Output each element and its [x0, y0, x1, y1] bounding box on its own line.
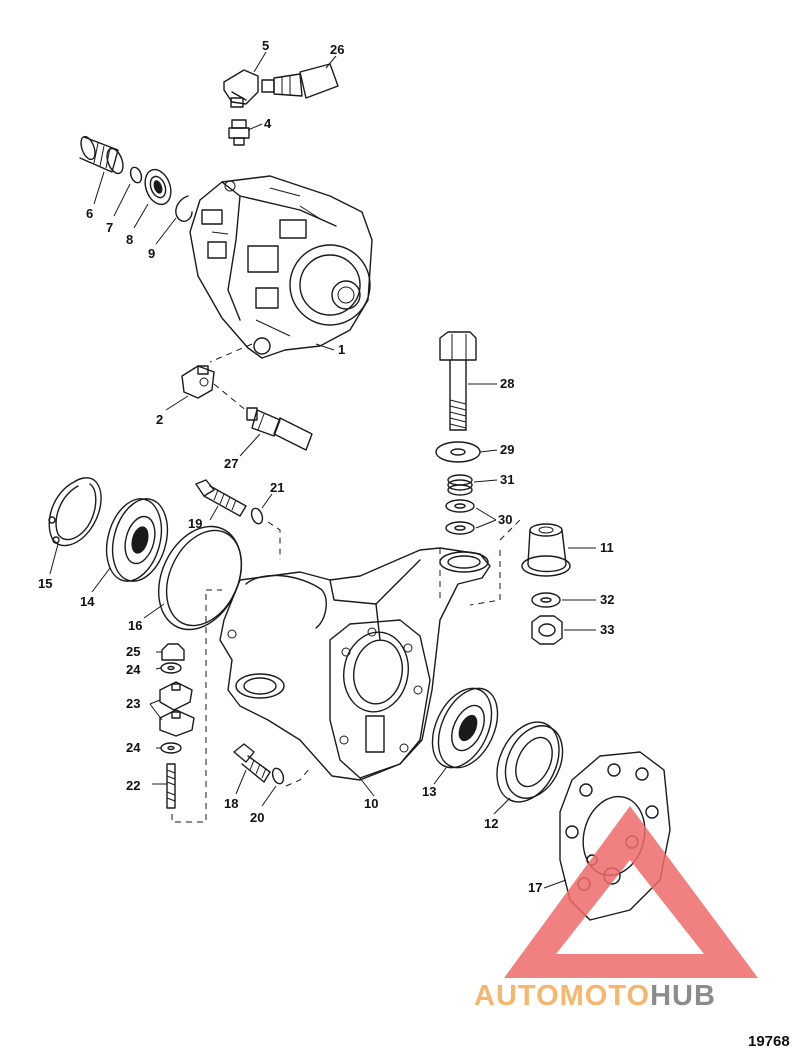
clip: [159, 681, 195, 737]
callout-15: 15: [38, 576, 52, 591]
snap-ring: [175, 195, 193, 222]
washer-pair: [445, 499, 475, 535]
callout-labels: 5 26 4 6 7 8 9 1 2 27 28 29 31 30 11 32 …: [38, 38, 614, 895]
bearing: [431, 687, 499, 769]
callout-26: 26: [330, 42, 344, 57]
adapter-fitting: [228, 119, 250, 146]
callout-27: 27: [224, 456, 238, 471]
callout-7: 7: [106, 220, 113, 235]
callout-13: 13: [422, 784, 436, 799]
callout-21: 21: [270, 480, 284, 495]
callout-6: 6: [86, 206, 93, 221]
callout-11: 11: [600, 540, 614, 555]
hose-fitting: [246, 407, 313, 451]
watermark-logo: AUTOMOTOHUB: [474, 806, 758, 1012]
svg-text:AUTOMOTOHUB: AUTOMOTOHUB: [474, 980, 716, 1012]
callout-23: 23: [126, 696, 140, 711]
callout-22: 22: [126, 778, 140, 793]
callout-4: 4: [264, 116, 272, 131]
washer: [435, 441, 481, 463]
callout-24b: 24: [126, 740, 141, 755]
rubber-mount: [521, 523, 571, 577]
lockwasher: [271, 767, 285, 785]
screw: [233, 743, 271, 783]
ball-bearing: [144, 168, 172, 206]
callout-2: 2: [156, 412, 163, 427]
screw: [195, 479, 247, 517]
callout-33: 33: [600, 622, 614, 637]
callout-17: 17: [528, 880, 542, 895]
callout-9: 9: [148, 246, 155, 261]
hose-fitting-top: [261, 63, 339, 99]
leader-lines: [49, 51, 596, 889]
callout-8: 8: [126, 232, 133, 247]
washer: [160, 742, 182, 754]
callout-18: 18: [224, 796, 238, 811]
washer: [160, 662, 182, 674]
roller-bearing: [79, 135, 124, 175]
bolt: [439, 331, 477, 431]
lockwasher: [250, 507, 264, 525]
gear-case: [189, 175, 373, 359]
shim: [157, 525, 243, 631]
callout-5: 5: [262, 38, 269, 53]
o-ring: [129, 166, 143, 184]
washer: [531, 592, 561, 608]
callout-30: 30: [498, 512, 512, 527]
callout-24a: 24: [126, 662, 141, 677]
oil-seal: [496, 721, 564, 803]
callout-1: 1: [338, 342, 345, 357]
spring: [447, 474, 473, 496]
drawing-number: 19768: [748, 1033, 790, 1050]
callout-10: 10: [364, 796, 378, 811]
elbow-fitting-top: [223, 69, 259, 108]
callout-32: 32: [600, 592, 614, 607]
callout-16: 16: [128, 618, 142, 633]
stud: [166, 763, 176, 809]
retaining-ring: [48, 477, 102, 547]
elbow-fitting: [181, 365, 215, 399]
callout-20: 20: [250, 810, 264, 825]
callout-19: 19: [188, 516, 202, 531]
locknut: [531, 615, 563, 645]
callout-12: 12: [484, 816, 498, 831]
callout-25: 25: [126, 644, 140, 659]
callout-14: 14: [80, 594, 95, 609]
mount-bracket: [219, 547, 491, 781]
callout-31: 31: [500, 472, 514, 487]
ball-bearing-large: [105, 498, 169, 582]
callout-29: 29: [500, 442, 514, 457]
callout-28: 28: [500, 376, 514, 391]
nut: [161, 643, 185, 661]
